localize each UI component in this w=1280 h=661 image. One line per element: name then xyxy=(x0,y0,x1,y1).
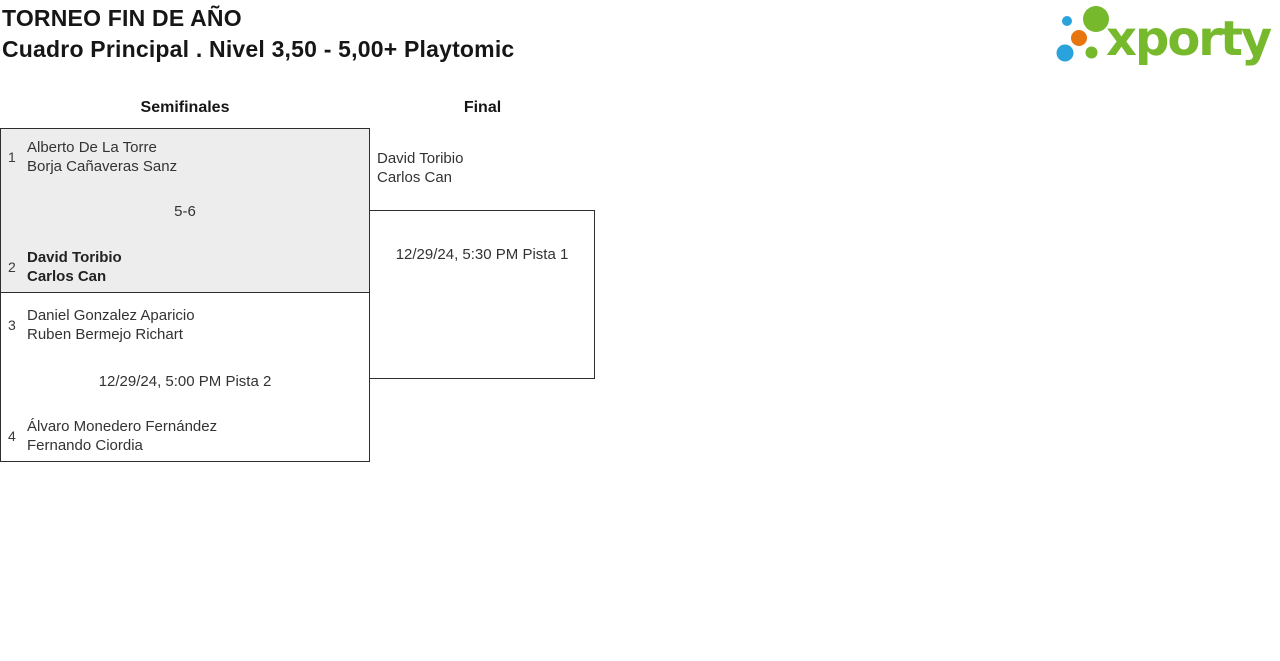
team-players: Daniel Gonzalez Aparicio Ruben Bermejo R… xyxy=(27,306,195,344)
player-name: Borja Cañaveras Sanz xyxy=(27,158,178,175)
logo-wordmark: xporty xyxy=(1106,11,1272,67)
team-seed: 2 xyxy=(8,259,16,275)
player-name: Carlos Can xyxy=(27,268,107,285)
logo-dot-blue-medium xyxy=(1056,44,1074,62)
round-header-semifinales: Semifinales xyxy=(140,99,230,116)
xporty-logo-graphic: xporty xyxy=(1056,6,1274,67)
logo-dot-green-small xyxy=(1085,46,1098,59)
player-name: David Toribio xyxy=(377,150,464,167)
round-header-final: Final xyxy=(463,99,502,116)
team-row-seed1: 1 Alberto De La Torre Borja Cañaveras Sa… xyxy=(8,138,361,176)
player-name: Álvaro Monedero Fernández xyxy=(27,418,218,435)
logo-dot-orange xyxy=(1071,30,1087,46)
match-semifinal-2[interactable]: 3 Daniel Gonzalez Aparicio Ruben Bermejo… xyxy=(0,292,370,462)
tournament-subtitle: Cuadro Principal . Nivel 3,50 - 5,00+ Pl… xyxy=(2,36,515,62)
match-semifinal-1[interactable]: 1 Alberto De La Torre Borja Cañaveras Sa… xyxy=(0,128,370,293)
player-name: Fernando Ciordia xyxy=(27,437,143,454)
team-players: Alberto De La Torre Borja Cañaveras Sanz xyxy=(27,138,177,176)
match-schedule: 12/29/24, 5:30 PM Pista 1 xyxy=(395,246,569,263)
player-name: Carlos Can xyxy=(377,169,453,186)
match-score: 5-6 xyxy=(174,203,196,220)
team-row-seed4: 4 Álvaro Monedero Fernández Fernando Cio… xyxy=(8,417,361,455)
logo-dot-blue-small xyxy=(1062,16,1072,26)
team-players: David Toribio Carlos Can xyxy=(27,248,122,286)
player-name: Alberto De La Torre xyxy=(27,139,157,156)
match-schedule: 12/29/24, 5:00 PM Pista 2 xyxy=(98,373,272,390)
header-title-block: TORNEO FIN DE AÑO Cuadro Principal . Niv… xyxy=(2,3,514,65)
match-final[interactable]: 12/29/24, 5:30 PM Pista 1 xyxy=(369,210,595,379)
player-name: Daniel Gonzalez Aparicio xyxy=(27,307,195,324)
final-advancer-team: David Toribio Carlos Can xyxy=(377,149,463,187)
team-players: Álvaro Monedero Fernández Fernando Ciord… xyxy=(27,417,217,455)
player-name: Ruben Bermejo Richart xyxy=(27,326,183,343)
tournament-title: TORNEO FIN DE AÑO xyxy=(2,5,242,31)
team-row-seed3: 3 Daniel Gonzalez Aparicio Ruben Bermejo… xyxy=(8,306,361,344)
logo-dot-green-large xyxy=(1083,6,1109,32)
team-seed: 1 xyxy=(8,149,16,165)
team-row-seed2-winner: 2 David Toribio Carlos Can xyxy=(8,248,361,286)
team-seed: 3 xyxy=(8,317,16,333)
xporty-logo[interactable]: xporty xyxy=(1050,0,1280,70)
team-seed: 4 xyxy=(8,428,16,444)
player-name: David Toribio xyxy=(27,249,122,266)
